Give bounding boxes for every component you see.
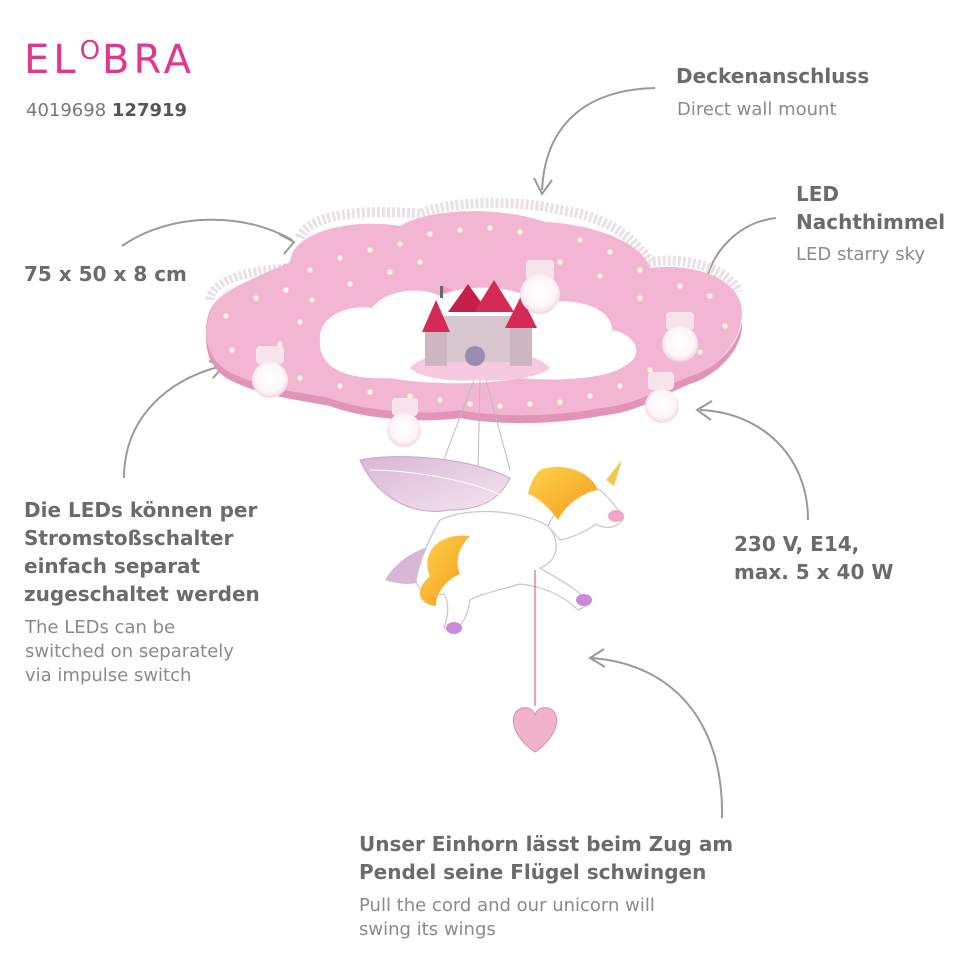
- callout-leds-title-3: einfach separat: [24, 554, 201, 578]
- callout-power-title-1: 230 V, E14,: [734, 532, 860, 556]
- callout-leds-subtitle-2: switched on separately: [25, 641, 234, 662]
- lamp-body: [205, 197, 743, 424]
- callout-dimensions: 75 x 50 x 8 cm: [24, 262, 187, 286]
- arrow-leds: [123, 360, 226, 479]
- callout-sky-subtitle: LED starry sky: [796, 244, 926, 265]
- article-id: 127919: [111, 100, 188, 121]
- castle: [422, 280, 537, 366]
- callout-sky-title-2: Nachthimmel: [796, 210, 946, 234]
- article-number: 4019698 127919: [26, 100, 187, 121]
- callout-leds-title-2: Stromstoßschalter: [24, 526, 234, 550]
- arrow-dimensions: [121, 218, 296, 255]
- callout-unicorn-title-2: Pendel seine Flügel schwingen: [359, 860, 707, 884]
- unicorn-pendant: [359, 456, 625, 634]
- callout-leds-title-1: Die LEDs können per: [24, 498, 258, 522]
- callout-sky-title-1: LED: [796, 182, 840, 206]
- callout-leds-title-4: zugeschaltet werden: [24, 582, 260, 606]
- callout-unicorn-title-1: Unser Einhorn lässt beim Zug am: [359, 832, 734, 856]
- arrow-unicorn: [588, 648, 724, 819]
- led-stars: [223, 225, 728, 409]
- arrow-ceiling: [533, 87, 656, 196]
- brand-logo: ELOBRA: [24, 36, 196, 83]
- callout-leds-subtitle-3: via impulse switch: [25, 665, 192, 686]
- arrow-power: [695, 400, 809, 521]
- pendant-strings: [439, 379, 511, 471]
- callout-leds-subtitle-1: The LEDs can be: [25, 617, 176, 638]
- callout-ceiling-subtitle: Direct wall mount: [677, 99, 837, 120]
- callout-unicorn-subtitle-2: swing its wings: [359, 919, 496, 940]
- light-bulbs: [252, 260, 698, 447]
- pull-cord: [512, 570, 558, 753]
- callout-unicorn-subtitle-1: Pull the cord and our unicorn will: [359, 895, 655, 916]
- callout-ceiling-title: Deckenanschluss: [676, 64, 870, 88]
- article-ean: 4019698: [26, 100, 107, 121]
- brand-logo-text: ELOBRA: [24, 36, 196, 83]
- callout-power-title-2: max. 5 x 40 W: [734, 560, 894, 584]
